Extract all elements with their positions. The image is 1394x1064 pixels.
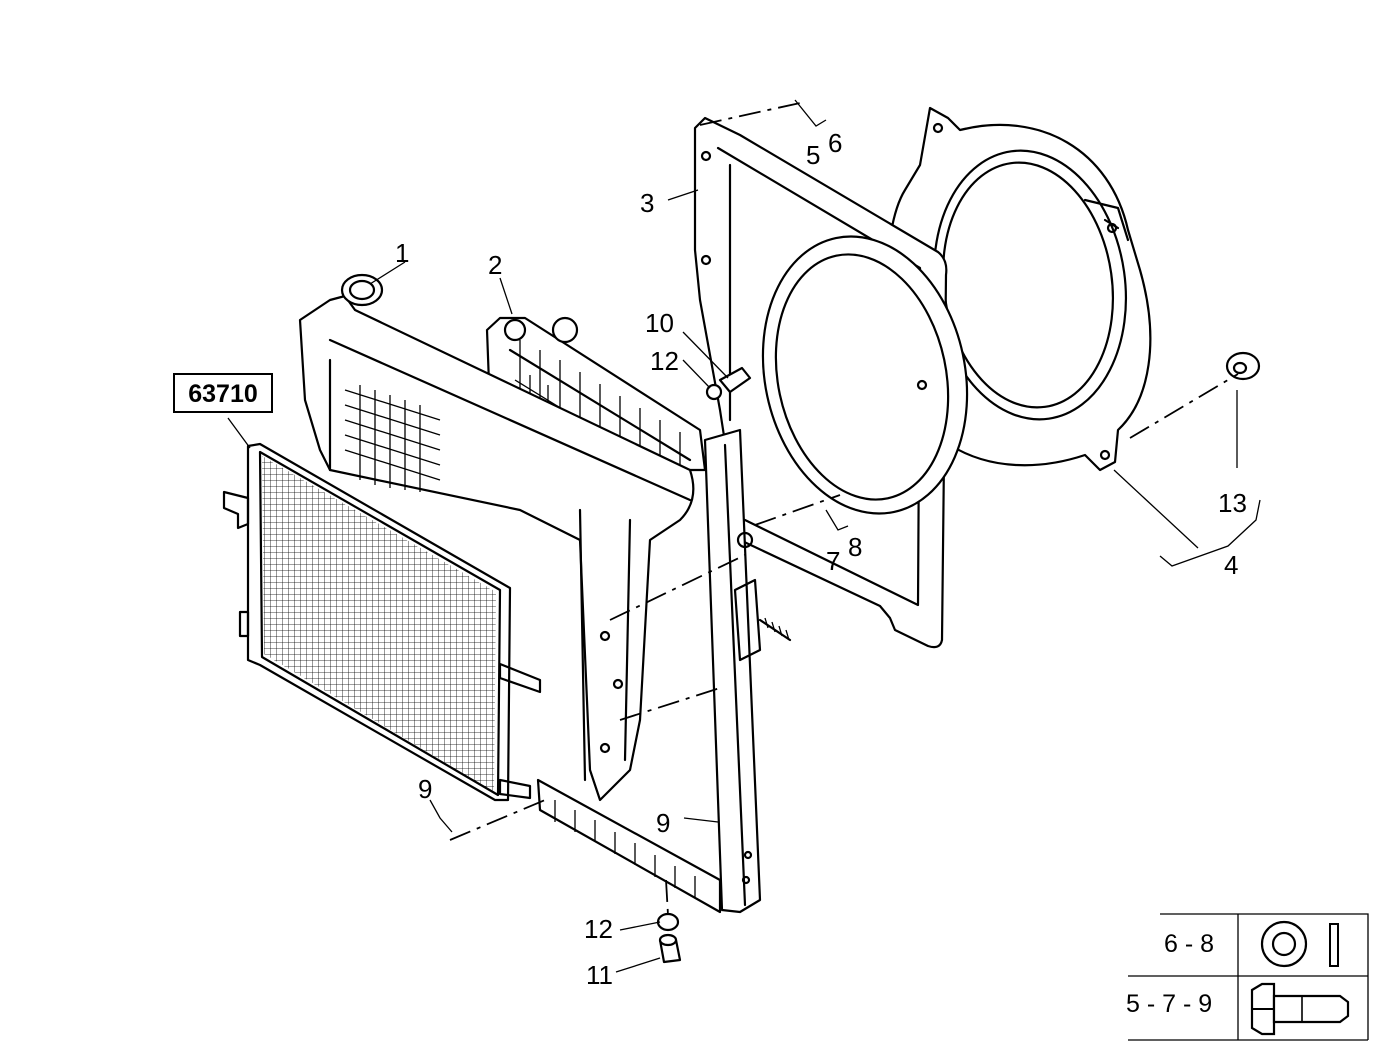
radiator-bottom-tank <box>536 778 722 914</box>
legend-row1-label: 6 - 8 <box>1164 930 1214 958</box>
nut-icon <box>1260 920 1308 968</box>
cooler-fins <box>519 340 681 470</box>
assembly-axis-lines <box>449 102 1239 916</box>
callout-labels: 1 2 3 5 6 10 12 7 8 13 4 9 9 12 11 <box>395 128 1247 990</box>
washer-icon <box>1329 923 1339 967</box>
assembly-reference-number: 63710 <box>188 380 258 408</box>
callout-9-left[interactable]: 9 <box>418 774 432 804</box>
callout-13[interactable]: 13 <box>1218 488 1247 518</box>
legend-row2-label: 5 - 7 - 9 <box>1126 990 1212 1018</box>
callout-8[interactable]: 8 <box>848 532 862 562</box>
callout-4[interactable]: 4 <box>1224 550 1238 580</box>
bolt-part-10 <box>705 366 752 401</box>
callout-11[interactable]: 11 <box>586 960 613 990</box>
intercooler <box>298 273 695 802</box>
nut-part-11 <box>658 933 682 964</box>
callout-3[interactable]: 3 <box>640 188 654 218</box>
washer-part-12-lower <box>656 912 680 932</box>
bolt-icon <box>1250 982 1350 1036</box>
callout-10[interactable]: 10 <box>645 308 674 338</box>
shroud-plate <box>693 116 969 649</box>
fastener-legend: 6 - 8 5 - 7 - 9 <box>1126 913 1369 1041</box>
callout-7[interactable]: 7 <box>826 546 840 576</box>
callout-2[interactable]: 2 <box>488 250 502 280</box>
nut-part-13 <box>1225 351 1261 381</box>
radiator-side-channel <box>703 428 792 914</box>
assembly-reference-box[interactable]: 63710 <box>173 373 273 413</box>
condenser <box>222 442 542 802</box>
callout-12-upper[interactable]: 12 <box>650 346 679 376</box>
leader-lines <box>227 99 1261 973</box>
callout-12-lower[interactable]: 12 <box>584 914 613 944</box>
callout-6[interactable]: 6 <box>828 128 842 158</box>
callout-1[interactable]: 1 <box>395 238 409 268</box>
callout-9-right[interactable]: 9 <box>656 808 670 838</box>
callout-5[interactable]: 5 <box>806 140 820 170</box>
